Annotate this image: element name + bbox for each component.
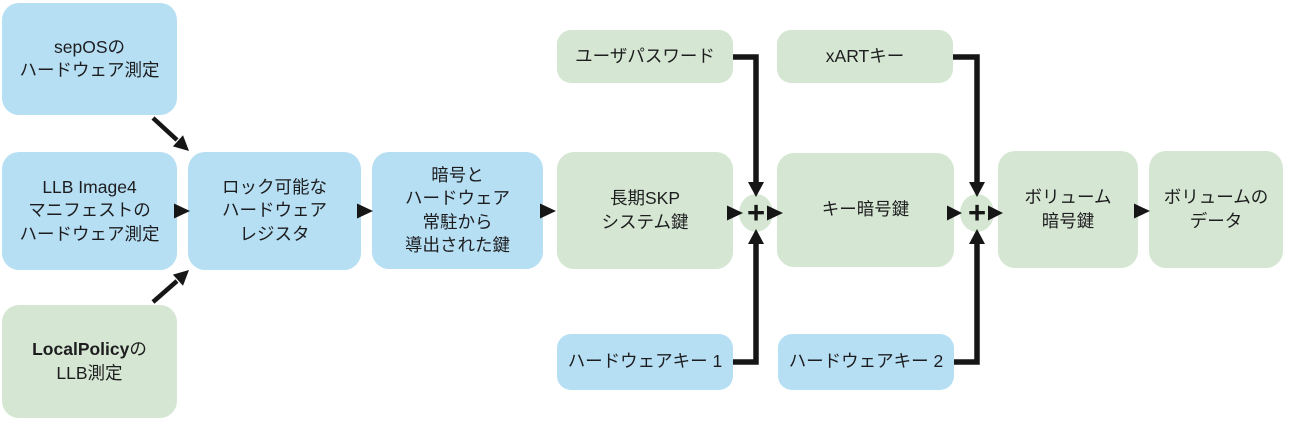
node-label-line: キー暗号鍵: [821, 199, 910, 220]
arrow-userpw-to-combiner1-icon: [733, 54, 764, 197]
node-volume-encryption-key: ボリューム 暗号鍵: [998, 151, 1138, 268]
node-long-term-skp-system-key: 長期SKP システム鍵: [557, 152, 733, 269]
node-label-line: マニフェストの: [28, 200, 151, 221]
node-label-line: ボリューム: [1024, 187, 1112, 208]
node-sepos-hw-measurement: sepOSの ハードウェア測定: [2, 3, 177, 115]
node-label-line: LLB Image4: [42, 176, 137, 197]
plus-icon: +: [967, 194, 987, 230]
node-label-line: xARTキー: [825, 45, 905, 66]
node-label-line: ハードウェア: [222, 200, 327, 221]
node-label-line: ハードウェア: [405, 188, 510, 209]
node-label-line: ハードウェア測定: [19, 223, 160, 244]
node-volume-data: ボリュームの データ: [1149, 151, 1283, 268]
arrow-hwkey1-to-combiner1-icon: [733, 229, 764, 365]
node-label-line: sepOSの: [54, 36, 125, 57]
node-label-line: ハードウェアキー 1: [567, 351, 723, 372]
node-label-line: ユーザパスワード: [575, 45, 715, 66]
node-label-line: 暗号鍵: [1041, 210, 1095, 231]
node-hardware-key-2: ハードウェアキー 2: [778, 334, 954, 390]
node-label-line: LLB測定: [56, 362, 123, 383]
node-label-line: 常駐から: [422, 211, 493, 232]
node-localpolicy-llb-measurement: LocalPolicyの LLB測定: [2, 305, 177, 418]
combiner-plus-circle-2: +: [960, 194, 994, 232]
node-label-line: システム鍵: [601, 211, 689, 232]
node-label-line: ボリュームの: [1163, 187, 1269, 208]
node-label-line: ハードウェアキー 2: [788, 351, 944, 372]
arrow-localpolicy-to-register-icon: [151, 270, 189, 304]
node-label-line: LocalPolicyの: [32, 338, 147, 361]
arrow-hwkey2-to-combiner2-icon: [954, 229, 985, 365]
node-user-password: ユーザパスワード: [557, 30, 733, 83]
combiner-plus-circle-1: +: [739, 194, 773, 232]
localpolicy-suffix: の: [129, 339, 147, 360]
node-label-line: 長期SKP: [609, 188, 681, 209]
plus-icon: +: [746, 194, 766, 230]
node-xart-key: xARTキー: [777, 30, 953, 83]
node-lockable-hardware-register: ロック可能な ハードウェア レジスタ: [188, 152, 361, 270]
node-label-line: ロック可能な: [222, 176, 327, 197]
node-label-line: 暗号と: [431, 164, 484, 185]
arrow-sepos-to-register-icon: [151, 116, 189, 151]
node-llb-image4-manifest-hw-measurement: LLB Image4 マニフェストの ハードウェア測定: [2, 152, 177, 270]
localpolicy-term: LocalPolicy: [32, 339, 130, 360]
node-key-encryption-key: キー暗号鍵: [777, 153, 954, 267]
node-label-line: データ: [1189, 210, 1243, 231]
node-hardware-key-1: ハードウェアキー 1: [557, 334, 733, 390]
node-cipher-hw-derived-key: 暗号と ハードウェア 常駐から 導出された鍵: [372, 152, 543, 269]
node-label-line: ハードウェア測定: [19, 60, 160, 80]
arrow-xart-to-combiner2-icon: [953, 54, 985, 197]
node-label-line: レジスタ: [239, 223, 310, 244]
node-label-line: 導出された鍵: [405, 234, 510, 255]
